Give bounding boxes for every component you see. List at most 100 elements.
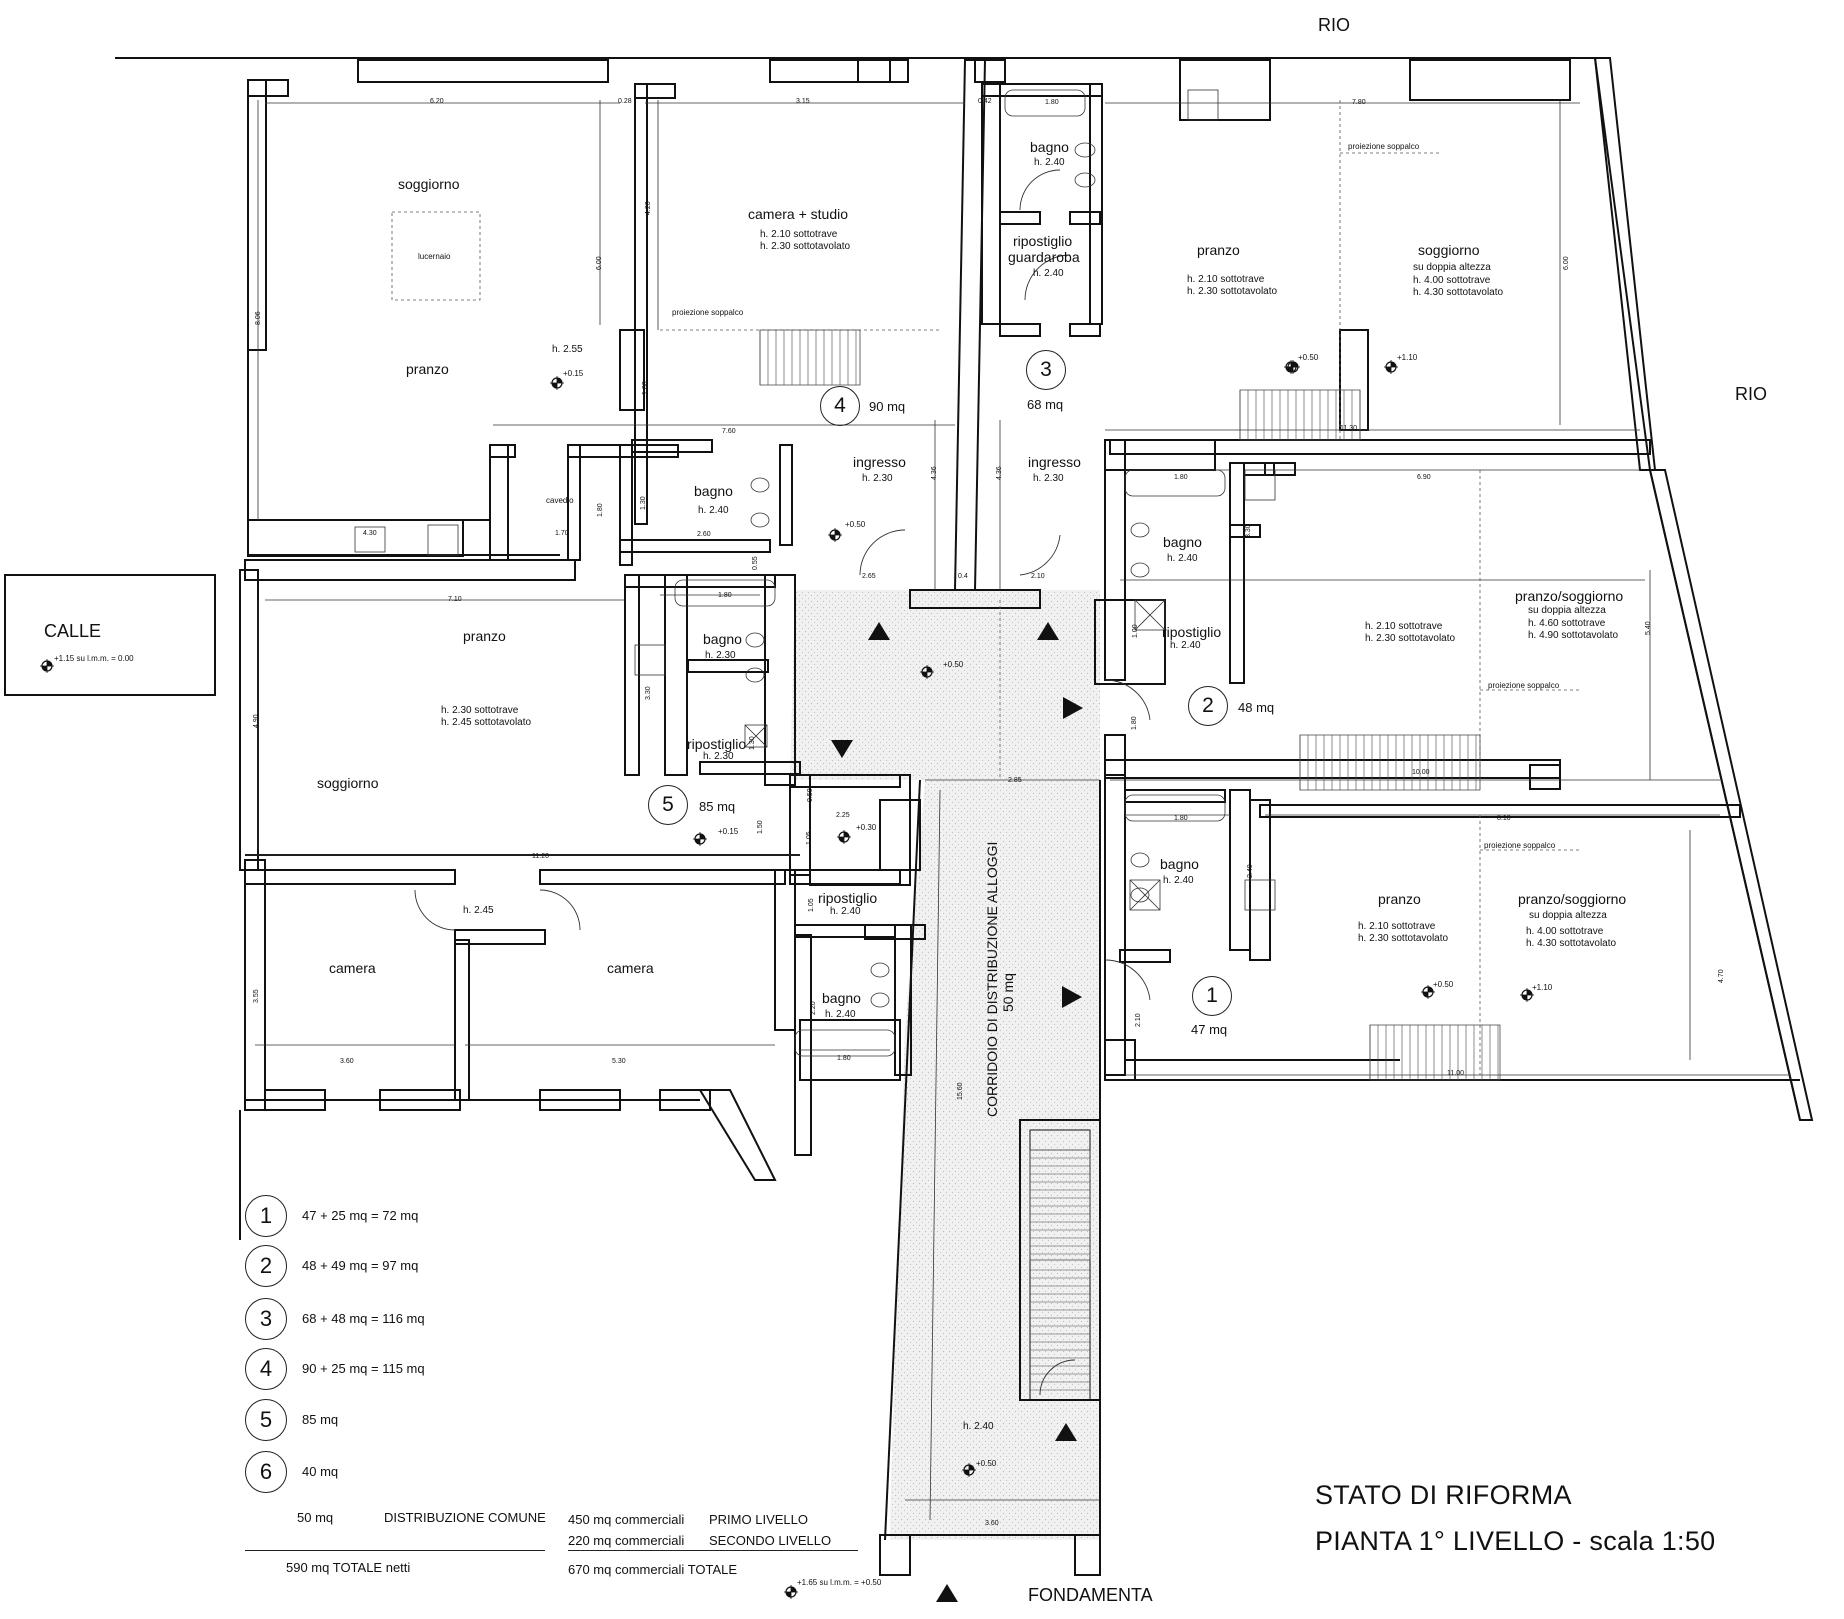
summary-rule-right — [568, 1550, 858, 1551]
room-bagno-4: bagno — [694, 483, 733, 499]
legend-unit-number: 1 — [245, 1195, 287, 1237]
calle-level: +1.15 su l.m.m. = 0.00 — [54, 654, 134, 663]
level-marker-icon — [920, 665, 934, 679]
level-5: +0.15 — [718, 827, 739, 836]
drawing-subtitle: PIANTA 1° LIVELLO - scala 1:50 — [1315, 1526, 1716, 1556]
dimension-label: 4.36 — [996, 466, 1003, 480]
legend-unit-area: 40 mq — [302, 1464, 339, 1479]
fondamenta-level: +1.65 su l.m.m. = +0.50 — [797, 1578, 882, 1587]
dimension-label: 1.30 — [749, 736, 756, 750]
ps-1-h1: h. 4.00 sottotrave — [1526, 926, 1604, 937]
dimension-label: 8.06 — [255, 311, 262, 325]
dimension-label: 2.20 — [810, 1001, 817, 1015]
entry-arrow-down — [831, 740, 853, 758]
soggiorno-3-h2: h. 4.30 sottotavolato — [1413, 287, 1504, 298]
dimension-label: 7.10 — [448, 596, 462, 603]
dimension-label: 5.40 — [1645, 621, 1652, 635]
dimension-label: 1.80 — [837, 1055, 851, 1062]
dimension-label: 2.60 — [697, 531, 711, 538]
u2-h1: h. 2.10 sottotrave — [1365, 621, 1443, 632]
room-bagno-1: bagno — [1160, 856, 1199, 872]
unit-area-5: 85 mq — [699, 799, 736, 814]
dimension-label: 1.80 — [597, 503, 604, 517]
level-marker-icon — [962, 1463, 976, 1477]
entry-arrow-up-4 — [936, 1584, 958, 1602]
entry-arrow-right-1 — [1063, 697, 1083, 719]
room-soggiorno-4: soggiorno — [398, 176, 460, 192]
legend-unit-number: 5 — [245, 1399, 287, 1441]
legend-unit-number: 2 — [245, 1245, 287, 1287]
summary-primo-label: PRIMO LIVELLO — [709, 1512, 808, 1527]
dimension-label: 2.10 — [1031, 573, 1045, 580]
rio-label-top: RIO — [1318, 15, 1351, 35]
ps-2-h1: h. 4.60 sottotrave — [1528, 618, 1606, 629]
legend-unit-area: 90 + 25 mq = 115 mq — [302, 1361, 425, 1376]
ingresso-4-level: +0.50 — [845, 520, 866, 529]
dimension-label: 0.55 — [752, 556, 759, 570]
dimension-label: 6.00 — [1563, 256, 1570, 270]
room-pranzo-4: pranzo — [406, 361, 449, 377]
dimension-label: 2.40 — [1247, 864, 1254, 878]
legend-unit-number: 6 — [245, 1451, 287, 1493]
dimension-label: 2.10 — [1135, 1013, 1142, 1027]
dimension-label: 8.10 — [1497, 815, 1511, 822]
legend-unit-number: 4 — [245, 1348, 287, 1390]
u1-h1: h. 2.10 sottotrave — [1358, 921, 1436, 932]
pranzo-3-h2: h. 2.30 sottotavolato — [1187, 286, 1278, 297]
level-marker-icon — [40, 659, 54, 673]
dimension-label: 0.4 — [958, 573, 968, 580]
level-1b: +1.10 — [1532, 983, 1553, 992]
height-pranzo-4: h. 2.55 — [552, 344, 583, 355]
dimension-label: 1.80 — [1174, 474, 1188, 481]
dimension-label: 1.80 — [1045, 99, 1059, 106]
skylight-label: lucernaio — [418, 252, 451, 261]
dimension-label: 2.85 — [1008, 777, 1022, 784]
level-marker-icon — [550, 376, 564, 390]
dimension-label: 0.42 — [978, 98, 992, 105]
level-3a: +0.50 — [1298, 353, 1319, 362]
calle-label: CALLE — [44, 621, 102, 641]
room-camera-b: camera — [607, 960, 654, 976]
ps-2-h2: h. 4.90 sottotavolato — [1528, 630, 1619, 641]
room-bagno-3: bagno — [1030, 139, 1069, 155]
room-pranzo-1: pranzo — [1378, 891, 1421, 907]
camera-h2: h. 2.30 sottotavolato — [760, 241, 851, 252]
dimension-label: 3.30 — [645, 686, 652, 700]
dimension-label: 0.28 — [618, 98, 632, 105]
soggiorno-3-h1: h. 4.00 sottotrave — [1413, 275, 1491, 286]
corridor-area — [790, 590, 1100, 1540]
bagno-2-h: h. 2.40 — [1167, 553, 1198, 564]
dimension-label: 1.50 — [757, 820, 764, 834]
summary-dist-mq: 50 mq — [297, 1510, 334, 1525]
entry-arrow-up-3 — [1055, 1423, 1077, 1441]
dimension-label: 1.05 — [808, 898, 815, 912]
room-ingresso-4: ingresso — [853, 454, 906, 470]
level-marker-icon — [693, 832, 707, 846]
room-guardaroba-3: guardaroba — [1008, 249, 1080, 265]
dimension-label: 4.20 — [645, 201, 652, 215]
level-3b: +1.10 — [1397, 353, 1418, 362]
dimension-label: 3.30 — [1245, 524, 1252, 538]
rip-2-h: h. 2.40 — [1170, 640, 1201, 651]
unit-number-1: 1 — [1192, 976, 1232, 1016]
dimension-label: 11.30 — [1340, 425, 1357, 432]
dimension-label: 1.80 — [1174, 815, 1188, 822]
legend-unit-area: 47 + 25 mq = 72 mq — [302, 1208, 419, 1223]
room-bagno-2: bagno — [1163, 534, 1202, 550]
dimension-label: 4.90 — [253, 714, 260, 728]
room-soggiorno-3: soggiorno — [1418, 242, 1480, 258]
pranzo-3-h1: h. 2.10 sottotrave — [1187, 274, 1265, 285]
dimension-label: 1.00 — [1132, 624, 1139, 638]
room-ripostiglio-5: ripostiglio — [687, 736, 747, 752]
corridor-level-bottom: +0.50 — [976, 1459, 997, 1468]
dimension-label: 1.80 — [642, 381, 649, 395]
unit-number-5: 5 — [648, 785, 688, 825]
level-marker-icon — [1421, 985, 1435, 999]
level-marker-icon — [784, 1585, 798, 1599]
ps-2-sub: su doppia altezza — [1528, 605, 1606, 616]
bagno-6-h: h. 2.40 — [825, 1009, 856, 1020]
dimension-label: 4.70 — [1718, 969, 1725, 983]
dimension-label: 3.55 — [253, 989, 260, 1003]
room-bagno-5: bagno — [703, 631, 742, 647]
fondamenta-label: FONDAMENTA — [1028, 1585, 1153, 1605]
